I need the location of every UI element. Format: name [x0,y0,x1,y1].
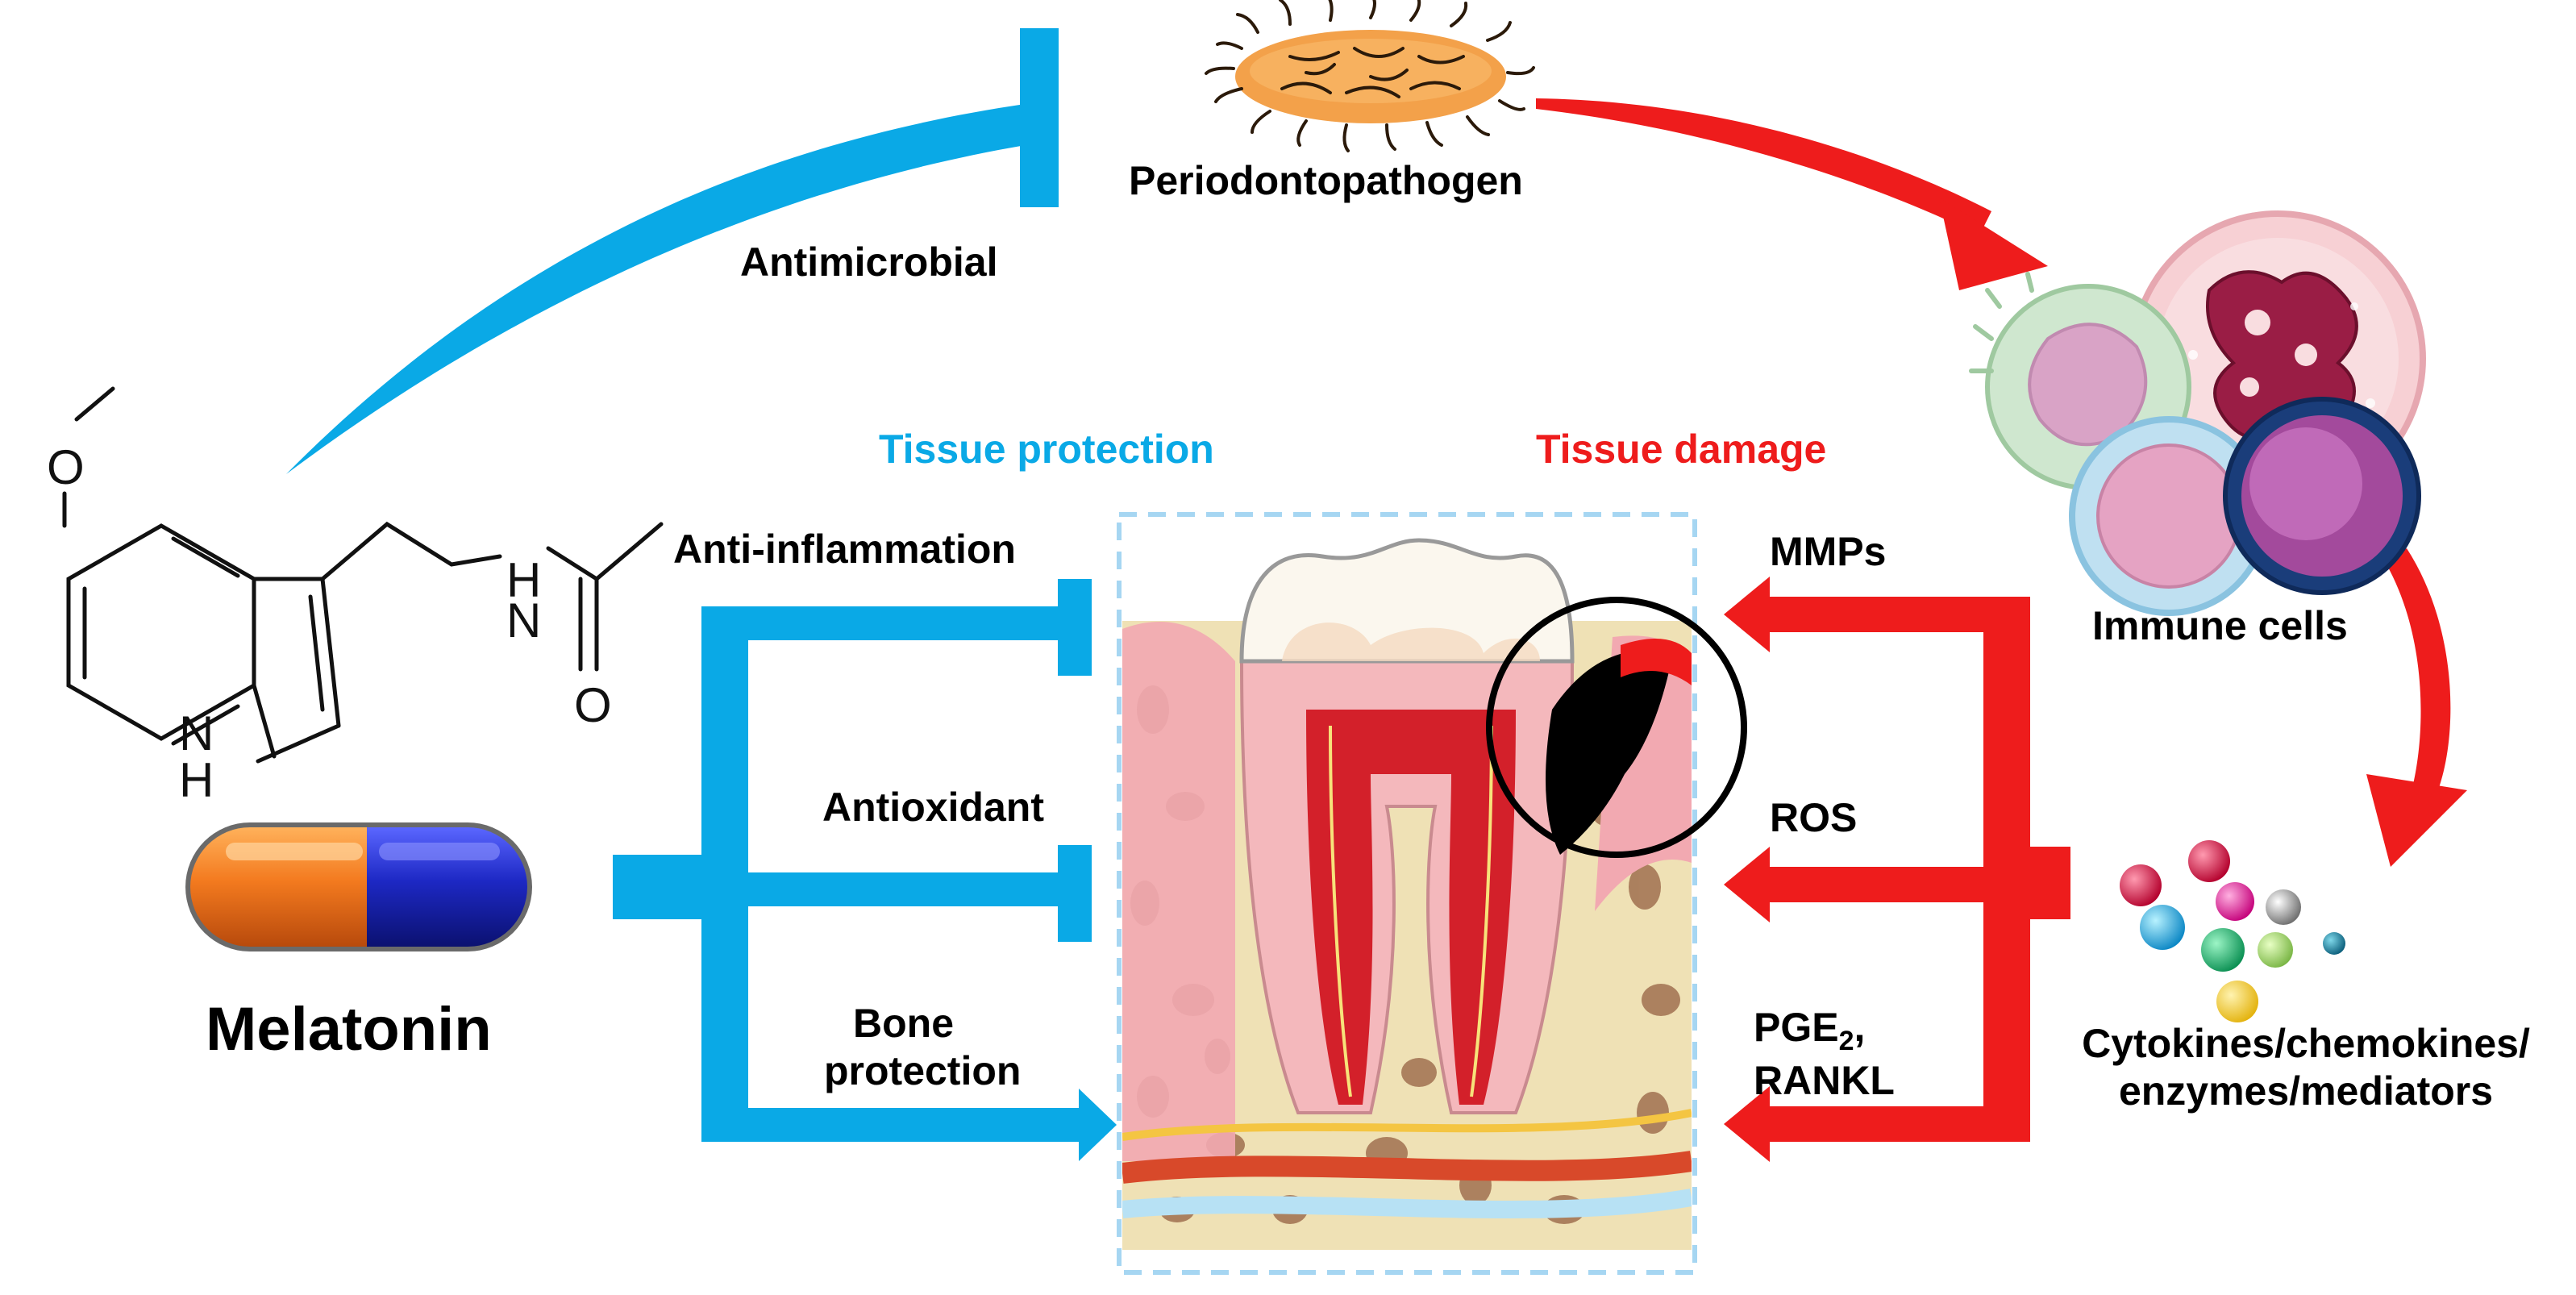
label-immune-cells: Immune cells [2092,603,2348,648]
label-antimicrobial: Antimicrobial [740,239,998,285]
label-pge2: PGE [1754,1005,1839,1050]
protection-bracket [613,579,1117,1161]
immune-to-cytokines-arrow [2366,548,2467,867]
cytokines-icon [2120,840,2345,1022]
label-pge2-comma: , [1854,1005,1866,1050]
atom-o-methoxy: O [47,440,85,494]
melatonin-capsule-icon [185,822,532,951]
label-anti-inflammation: Anti-inflammation [673,527,1016,572]
melatonin-structure [62,386,664,764]
label-antioxidant: Antioxidant [822,785,1044,830]
label-bone-protection-line2: protection [824,1048,1022,1093]
label-bone-protection: Bone protection [824,1000,1021,1095]
atom-n-amide: N [506,593,541,648]
damage-bracket [1724,577,2070,1162]
label-cytokines-line1: Cytokines/chemokines/ [2082,1021,2530,1066]
bacterium-icon [1205,0,1535,152]
label-bone-protection-line1: Bone [853,1001,954,1046]
label-cytokines: Cytokines/chemokines/ enzymes/mediators [2082,1020,2530,1115]
label-ros: ROS [1770,795,1858,840]
label-tissue-damage: Tissue damage [1536,427,1827,472]
lesion-highlight-circle [1486,597,1747,858]
label-tissue-protection: Tissue protection [879,427,1214,472]
label-pge2-subscript: 2 [1838,1026,1854,1056]
label-cytokines-line2: enzymes/mediators [2118,1068,2494,1114]
atom-n-indole: N [179,706,214,760]
atom-o-carbonyl: O [574,678,612,732]
immune-cells-icon [1969,210,2426,616]
atom-h-amide: H [506,553,541,607]
label-melatonin: Melatonin [206,995,492,1064]
label-pge2-rankl: PGE2, RANKL [1754,1004,1895,1105]
tooth-illustration [1117,512,1747,1275]
pathogen-to-immune-arrow [1536,98,2048,290]
label-mmps: MMPs [1770,529,1887,574]
melatonin-atoms: O N H O N H [47,440,612,807]
antimicrobial-inhibition-arrow [286,28,1059,474]
label-periodontopathogen: Periodontopathogen [1129,158,1523,203]
label-rankl: RANKL [1754,1058,1895,1104]
atom-h-indole: H [179,753,214,807]
